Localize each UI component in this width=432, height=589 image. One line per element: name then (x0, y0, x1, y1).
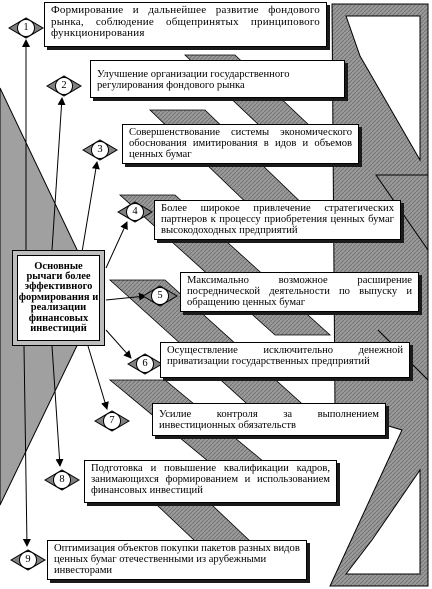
lever-number-6: 6 (142, 358, 148, 369)
diamond-marker-8 (44, 469, 80, 491)
diamond-marker-1 (8, 17, 44, 39)
lever-box-3: Совершенствование системы экономического… (122, 124, 359, 164)
lever-text-3: Совершенствование системы экономического… (129, 127, 352, 161)
lever-text-4: Более широкое привлечение стратегических… (161, 203, 394, 237)
central-label: Основные рычаги более эффективного форми… (17, 255, 100, 341)
diamond-marker-2 (46, 75, 82, 97)
connector-arrow-8 (51, 345, 64, 467)
lever-number-7: 7 (109, 415, 115, 426)
connector-arrow-5 (105, 292, 147, 301)
lever-text-6: Осуществление исключительно денежной при… (167, 345, 403, 368)
connector-arrow-7 (87, 345, 109, 410)
diamond-marker-6 (127, 353, 163, 375)
lever-box-1: Формирование и дальнейшее развитие фондо… (44, 2, 327, 47)
lever-number-9: 9 (25, 554, 31, 565)
connector-arrow-2 (51, 97, 66, 251)
lever-text-5: Максимально возможное расширение посредн… (187, 275, 412, 309)
diamond-marker-4 (117, 201, 153, 223)
connector-arrows (22, 39, 147, 547)
diamond-markers (8, 17, 178, 571)
lever-box-8: Подготовка и повышение квалификации кадр… (84, 460, 337, 503)
lever-box-7: Усилие контроля за выполнением инвестици… (152, 403, 386, 436)
right-zigzag-inner-lower (344, 468, 421, 575)
lever-box-9: Оптимизация объектов покупки пакетов раз… (47, 540, 307, 580)
lever-text-1: Формирование и дальнейшее развитие фондо… (51, 4, 320, 39)
lever-box-5: Максимально возможное расширение посредн… (180, 272, 419, 312)
connector-arrow-9 (22, 345, 31, 547)
connector-arrow-4 (105, 221, 128, 269)
lever-text-9: Оптимизация объектов покупки пакетов раз… (54, 543, 300, 577)
lever-number-2: 2 (61, 80, 67, 91)
lever-number-8: 8 (59, 474, 65, 485)
diamond-marker-5 (142, 285, 178, 307)
lever-text-8: Подготовка и повышение квалификации кадр… (91, 463, 330, 497)
lever-number-1: 1 (23, 22, 29, 33)
lever-number-5: 5 (157, 290, 163, 301)
diamond-marker-3 (82, 139, 118, 161)
lever-text-2: Улучшение организации государственного р… (97, 69, 290, 92)
lever-number-4: 4 (132, 206, 138, 217)
lever-box-2: Улучшение организации государственного р… (90, 60, 345, 98)
lever-text-7: Усилие контроля за выполнением инвестици… (159, 409, 379, 432)
right-zigzag-inner (345, 15, 421, 162)
connector-arrow-3 (81, 161, 100, 253)
diamond-marker-9 (10, 549, 46, 571)
lever-number-3: 3 (97, 144, 103, 155)
lever-box-6: Осуществление исключительно денежной при… (160, 342, 410, 378)
central-block: Основные рычаги более эффективного форми… (12, 250, 105, 346)
connector-arrow-6 (105, 329, 132, 359)
diamond-marker-7 (94, 410, 130, 432)
lever-box-4: Более широкое привлечение стратегических… (154, 200, 401, 240)
